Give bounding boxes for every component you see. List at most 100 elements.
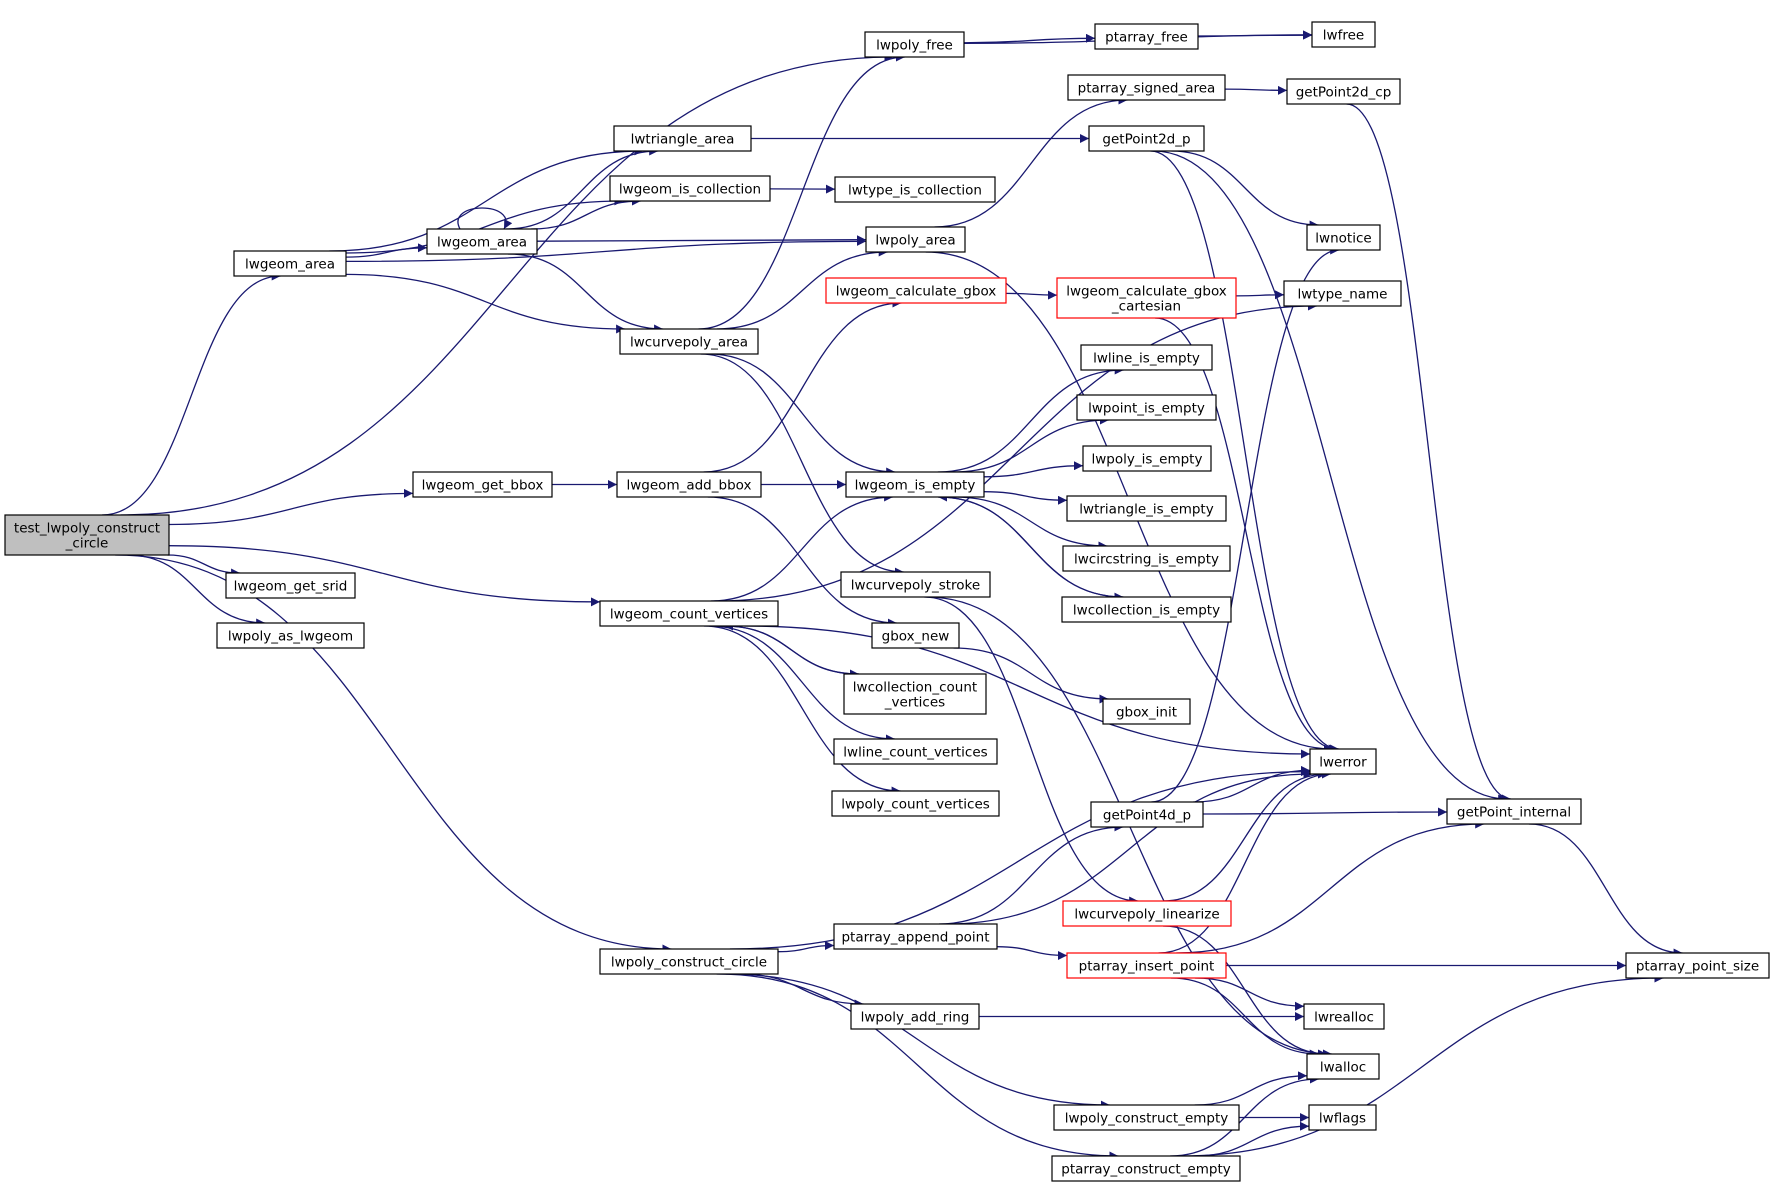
node-lwfree[interactable]: lwfree [1311,21,1376,48]
edge-lwgeom_area_inner-to-lwpoly_area [536,235,867,245]
node-lwline_is_empty[interactable]: lwline_is_empty [1080,344,1213,371]
node-lwpoly_construct_circle[interactable]: lwpoly_construct_circle [599,948,779,975]
node-lwgeom_calculate_gbox_cartesian[interactable]: lwgeom_calculate_gbox_cartesian [1056,277,1237,319]
node-lwpoly_add_ring[interactable]: lwpoly_add_ring [850,1003,980,1030]
node-ptarray_signed_area[interactable]: ptarray_signed_area [1067,74,1226,101]
node-lwtype_name[interactable]: lwtype_name [1283,280,1402,307]
node-lwpoly_is_empty[interactable]: lwpoly_is_empty [1082,445,1212,472]
edge-lwgeom_area-to-lwcurvepoly_area [345,273,626,334]
node-box [1053,1104,1240,1131]
node-gbox_new[interactable]: gbox_new [871,622,960,649]
node-gbox_init[interactable]: gbox_init [1102,698,1191,725]
node-box [833,923,998,950]
edge-lwgeom_area_inner-to-lwtriangle_area [506,146,659,230]
node-ptarray_construct_empty[interactable]: ptarray_construct_empty [1051,1155,1241,1182]
node-lwline_count_vertices[interactable]: lwline_count_vertices [833,738,998,765]
node-getPoint2d_p[interactable]: getPoint2d_p [1088,125,1205,152]
node-lwgeom_area[interactable]: lwgeom_area [233,250,347,277]
node-label: getPoint2d_cp [1296,85,1392,101]
node-lwtype_is_collection[interactable]: lwtype_is_collection [834,176,996,203]
node-label: lwpoly_count_vertices [841,797,990,813]
edge-lwgeom_area_inner-to-lwgeom_area_inner [457,207,513,230]
node-label: lwcircstring_is_empty [1074,552,1219,568]
node-label: lwflags [1319,1111,1366,1127]
node-lwcurvepoly_linearize[interactable]: lwcurvepoly_linearize [1062,900,1232,927]
node-label: lwgeom_calculate_gbox [1066,284,1227,300]
node-lwpoly_area[interactable]: lwpoly_area [865,226,966,253]
node-lwnotice[interactable]: lwnotice [1306,224,1381,251]
node-lwalloc[interactable]: lwalloc [1306,1053,1380,1080]
node-box [1625,952,1770,979]
node-label: lwpoly_add_ring [861,1010,970,1026]
edge-gbox_new-to-gbox_init [953,647,1109,704]
node-box [834,176,996,203]
node-box [599,600,779,627]
node-lwgeom_is_empty[interactable]: lwgeom_is_empty [845,471,985,498]
node-box [833,738,998,765]
node-getPoint2d_cp[interactable]: getPoint2d_cp [1286,78,1401,105]
node-label: lwpoly_free [876,38,953,54]
node-box [1308,1104,1377,1131]
node-label: ptarray_free [1105,30,1188,46]
node-box [1303,1003,1385,1030]
node-box [1066,495,1227,522]
node-lwgeom_get_bbox[interactable]: lwgeom_get_bbox [412,471,553,498]
node-ptarray_append_point[interactable]: ptarray_append_point [833,923,998,950]
edge-lwgeom_count_vertices-to-lwerror [744,625,1311,759]
node-lwcollection_is_empty[interactable]: lwcollection_is_empty [1061,596,1232,623]
node-box [1056,277,1237,319]
node-lwgeom_area_inner[interactable]: lwgeom_area [426,228,538,255]
edge-test_lwpoly_construct_circle-to-lwpoly_as_lwgeom [127,554,266,628]
node-ptarray_free[interactable]: ptarray_free [1094,23,1199,50]
node-lwgeom_add_bbox[interactable]: lwgeom_add_bbox [616,471,762,498]
node-box [831,790,1000,817]
node-box [1067,74,1226,101]
node-test_lwpoly_construct_circle[interactable]: test_lwpoly_construct_circle [4,514,170,556]
edge-lwgeom_area-to-lwtriangle_area [329,146,644,252]
node-lwflags[interactable]: lwflags [1308,1104,1377,1131]
node-lwpoly_free[interactable]: lwpoly_free [864,31,965,58]
node-box [1076,394,1217,421]
node-lwcircstring_is_empty[interactable]: lwcircstring_is_empty [1062,545,1231,572]
node-label: ptarray_append_point [841,930,989,946]
node-lwtriangle_is_empty[interactable]: lwtriangle_is_empty [1066,495,1227,522]
node-lwpoly_count_vertices[interactable]: lwpoly_count_vertices [831,790,1000,817]
edge-lwgeom_is_empty-to-lwcircstring_is_empty [954,496,1108,551]
node-lwgeom_calculate_gbox[interactable]: lwgeom_calculate_gbox [825,277,1007,304]
node-ptarray_insert_point[interactable]: ptarray_insert_point [1066,952,1227,979]
node-label: lwline_is_empty [1093,351,1200,367]
node-lwcollection_count_vertices[interactable]: lwcollection_count_vertices [843,673,987,715]
node-getPoint_internal[interactable]: getPoint_internal [1446,798,1582,825]
node-lwpoly_construct_empty[interactable]: lwpoly_construct_empty [1053,1104,1240,1131]
node-label: lwpoly_area [875,233,955,249]
edge-lwcurvepoly_area-to-lwgeom_is_empty [708,353,896,477]
node-lwpoint_is_empty[interactable]: lwpoint_is_empty [1076,394,1217,421]
node-box [1080,344,1213,371]
node-box [1062,545,1231,572]
node-lwcurvepoly_stroke[interactable]: lwcurvepoly_stroke [840,571,991,598]
edge-ptarray_append_point-to-lwerror [945,769,1313,925]
node-lwgeom_get_srid[interactable]: lwgeom_get_srid [225,572,356,599]
node-lwrealloc[interactable]: lwrealloc [1303,1003,1385,1030]
node-box [843,673,987,715]
node-label: lwtype_name [1298,287,1388,303]
node-lwgeom_is_collection[interactable]: lwgeom_is_collection [609,175,771,202]
edge-lwpoly_construct_circle-to-ptarray_append_point [777,941,835,953]
node-getPoint4d_p[interactable]: getPoint4d_p [1090,801,1204,828]
node-label: getPoint2d_p [1102,132,1190,148]
node-lwcurvepoly_area[interactable]: lwcurvepoly_area [619,328,759,355]
edge-ptarray_free-to-lwfree [1197,30,1313,40]
node-lwpoly_as_lwgeom[interactable]: lwpoly_as_lwgeom [216,622,365,649]
node-lwgeom_count_vertices[interactable]: lwgeom_count_vertices [599,600,779,627]
node-label: lwpoly_as_lwgeom [228,629,353,645]
node-ptarray_point_size[interactable]: ptarray_point_size [1625,952,1770,979]
node-box [4,514,170,556]
edge-ptarray_insert_point-to-lwerror [1158,769,1332,954]
node-lwerror[interactable]: lwerror [1309,748,1377,775]
node-lwtriangle_area[interactable]: lwtriangle_area [613,125,752,152]
edge-lwcurvepoly_area-to-lwpoly_free [698,52,906,330]
node-label: lwtriangle_area [631,132,735,148]
node-box [1062,900,1232,927]
node-label: lwcurvepoly_stroke [851,578,980,594]
node-label: ptarray_insert_point [1079,959,1215,975]
